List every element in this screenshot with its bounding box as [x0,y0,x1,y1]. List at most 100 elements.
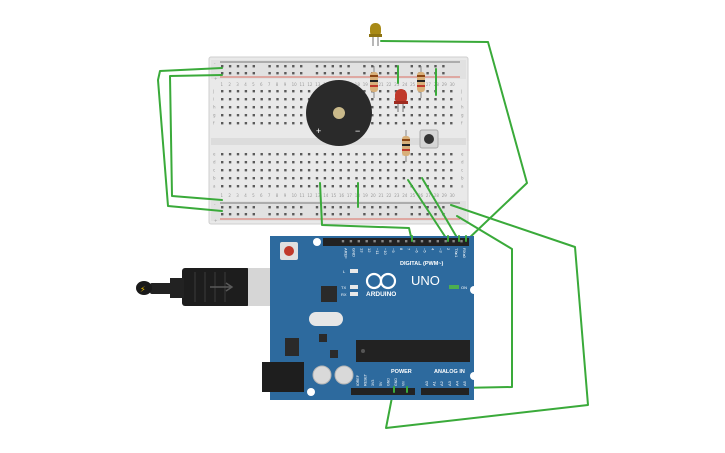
breadboard-hole[interactable] [442,153,445,156]
breadboard-hole[interactable] [379,185,382,188]
breadboard-hole[interactable] [268,106,271,109]
yellow-led[interactable] [369,23,382,46]
breadboard-hole[interactable] [300,169,303,172]
breadboard-hole[interactable] [228,122,232,125]
rail-hole[interactable] [268,72,271,75]
rail-hole[interactable] [268,206,271,209]
breadboard-hole[interactable] [315,169,319,172]
breadboard-hole[interactable] [244,90,248,93]
breadboard-hole[interactable] [434,122,437,125]
breadboard-hole[interactable] [450,122,453,125]
rail-hole[interactable] [276,206,279,209]
rail-hole[interactable] [363,213,366,216]
breadboard-hole[interactable] [221,177,224,180]
breadboard-hole[interactable] [402,114,406,117]
breadboard-hole[interactable] [410,161,413,164]
breadboard-hole[interactable] [268,98,271,101]
rail-hole[interactable] [331,206,334,209]
breadboard-hole[interactable] [386,185,390,188]
analog-header[interactable] [421,388,469,395]
rail-hole[interactable] [410,72,413,75]
breadboard-hole[interactable] [371,161,374,164]
rail-hole[interactable] [426,72,429,75]
breadboard-hole[interactable] [347,153,350,156]
breadboard-hole[interactable] [434,106,437,109]
rail-hole[interactable] [386,65,390,68]
rail-hole[interactable] [379,65,382,68]
breadboard-hole[interactable] [347,185,350,188]
breadboard-hole[interactable] [244,161,248,164]
breadboard-hole[interactable] [371,169,374,172]
rail-hole[interactable] [292,72,295,75]
breadboard-hole[interactable] [355,185,358,188]
breadboard-hole[interactable] [371,98,374,101]
breadboard-hole[interactable] [260,90,263,93]
rail-hole[interactable] [284,206,287,209]
breadboard-hole[interactable] [292,106,295,109]
breadboard-hole[interactable] [221,98,224,101]
breadboard-hole[interactable] [371,177,374,180]
breadboard-hole[interactable] [363,177,366,180]
rail-hole[interactable] [426,206,429,209]
breadboard-hole[interactable] [418,185,421,188]
breadboard-hole[interactable] [386,98,390,101]
wire-resistor-to-pin[interactable] [407,179,449,242]
breadboard-hole[interactable] [292,98,295,101]
digital-pin[interactable] [412,240,416,243]
breadboard-hole[interactable] [236,90,240,93]
breadboard-hole[interactable] [410,122,413,125]
breadboard-hole[interactable] [363,169,366,172]
breadboard-hole[interactable] [284,169,287,172]
breadboard-hole[interactable] [347,161,350,164]
breadboard-hole[interactable] [252,98,255,101]
breadboard-hole[interactable] [450,90,453,93]
breadboard-hole[interactable] [450,153,453,156]
wire-led-to-pin[interactable] [380,40,528,242]
breadboard-hole[interactable] [228,98,232,101]
breadboard-hole[interactable] [434,161,437,164]
wire-rail-to-5v[interactable] [385,204,589,429]
breadboard-hole[interactable] [426,153,429,156]
breadboard-hole[interactable] [347,169,350,172]
breadboard-hole[interactable] [331,177,334,180]
breadboard-hole[interactable] [371,185,374,188]
breadboard-hole[interactable] [236,161,240,164]
breadboard-hole[interactable] [442,185,445,188]
breadboard-hole[interactable] [252,153,255,156]
breadboard-hole[interactable] [379,114,382,117]
breadboard-hole[interactable] [307,185,311,188]
usb-cable[interactable]: ⚡ [136,268,296,306]
breadboard-hole[interactable] [268,114,271,117]
breadboard-hole[interactable] [284,106,287,109]
rail-hole[interactable] [228,213,232,216]
rail-hole[interactable] [394,72,398,75]
rail-hole[interactable] [244,65,248,68]
breadboard-hole[interactable] [221,106,224,109]
rail-hole[interactable] [244,72,248,75]
breadboard-hole[interactable] [450,98,453,101]
breadboard-hole[interactable] [386,114,390,117]
breadboard-hole[interactable] [323,169,327,172]
rail-hole[interactable] [221,206,224,209]
rail-hole[interactable] [379,206,382,209]
breadboard-hole[interactable] [442,122,445,125]
breadboard-hole[interactable] [268,177,271,180]
breadboard-hole[interactable] [228,185,232,188]
breadboard-hole[interactable] [260,177,263,180]
breadboard-hole[interactable] [292,161,295,164]
rail-hole[interactable] [347,72,350,75]
digital-pin[interactable] [349,240,353,243]
rail-hole[interactable] [244,213,248,216]
breadboard-hole[interactable] [276,90,279,93]
breadboard-hole[interactable] [252,106,255,109]
breadboard-hole[interactable] [418,161,421,164]
breadboard-hole[interactable] [244,122,248,125]
rail-hole[interactable] [284,72,287,75]
breadboard-hole[interactable] [307,90,311,93]
rail-hole[interactable] [331,65,334,68]
breadboard-hole[interactable] [236,122,240,125]
breadboard-hole[interactable] [228,90,232,93]
breadboard-hole[interactable] [418,122,421,125]
wire-left-outer[interactable] [157,67,223,212]
rail-hole[interactable] [236,65,240,68]
